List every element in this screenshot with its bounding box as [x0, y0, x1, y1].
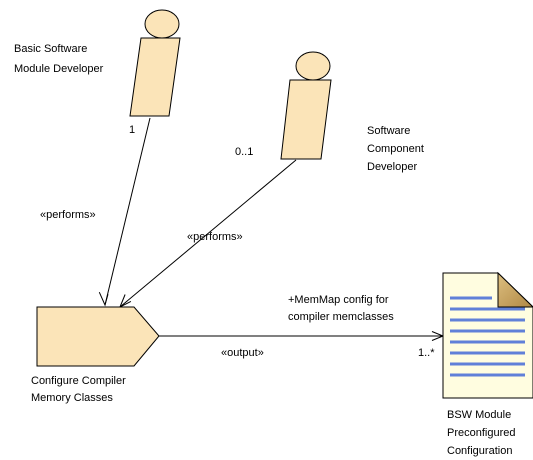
role-body	[129, 37, 181, 117]
role-head	[144, 9, 180, 39]
output-label: «output»	[221, 347, 264, 359]
task-label: Configure Compiler Memory Classes	[31, 375, 129, 404]
task-shape[interactable]	[36, 306, 160, 367]
document-artifact[interactable]	[442, 271, 533, 399]
output-multiplicity: 1..*	[418, 347, 435, 359]
swc-developer-multiplicity: 0..1	[235, 146, 253, 158]
document-text-lines	[450, 296, 525, 377]
role-body	[280, 79, 332, 160]
output-role-label: +MemMap config for compiler memclasses	[288, 294, 394, 323]
performs-label-swc: «performs»	[187, 231, 243, 243]
document-fold	[497, 271, 533, 308]
role-head	[295, 51, 331, 81]
output-connector[interactable]	[159, 331, 445, 341]
performs-label-bsw: «performs»	[40, 209, 96, 221]
document-page	[442, 272, 533, 399]
bsw-developer-multiplicity: 1	[129, 124, 135, 136]
document-label: BSW Module Preconfigured Configuration	[447, 409, 519, 457]
role-swc-developer[interactable]	[280, 51, 332, 160]
performs-connector-bsw[interactable]	[98, 117, 151, 307]
swc-developer-label: Software Component Developer	[367, 125, 427, 173]
bsw-developer-label: Basic Software Module Developer	[14, 43, 104, 75]
role-bsw-developer[interactable]	[129, 9, 181, 117]
